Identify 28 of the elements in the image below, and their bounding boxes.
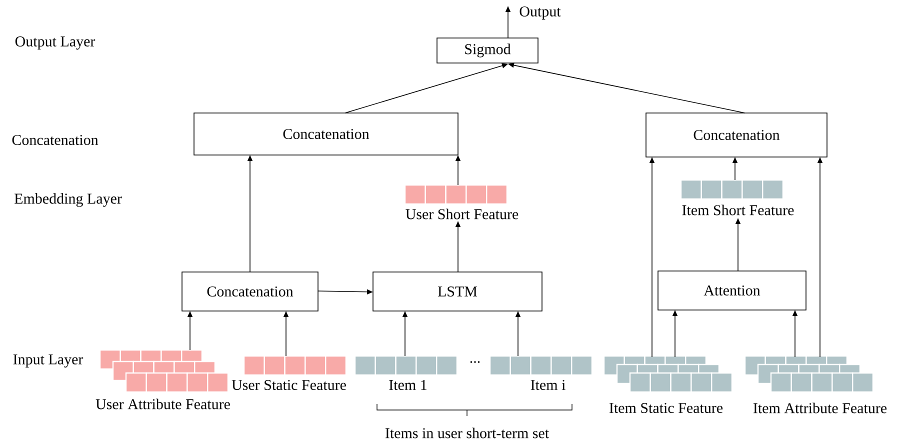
feature-vector: User Static Feature: [232, 355, 347, 390]
node-label: Item Static Feature: [609, 402, 723, 414]
layer-label: Concatenation: [12, 134, 98, 146]
layer-box: Sigmod: [436, 38, 538, 64]
layer-box: LSTM: [372, 272, 542, 312]
feature-vector: User Short Feature: [404, 184, 518, 220]
node-label: Item Short Feature: [682, 204, 794, 216]
feature-vector: Item Static Feature: [603, 355, 733, 414]
feature-vector: User Attribute Feature: [96, 349, 230, 410]
node-label: Item Attribute Feature: [753, 402, 887, 414]
layer-box: Attention: [658, 270, 806, 310]
feature-vector: Item Short Feature: [680, 179, 794, 216]
ellipsis: ...: [470, 361, 480, 363]
node-label: Item 1: [389, 380, 426, 390]
feature-vector: Item 1: [354, 355, 458, 390]
layer-box: Concatenation: [182, 272, 318, 312]
node-label: User Attribute Feature: [96, 398, 230, 410]
layer-box: Concatenation: [194, 112, 458, 156]
node-label: Item i: [530, 380, 566, 390]
layer-box: Concatenation: [646, 112, 828, 158]
node-label: User Static Feature: [232, 380, 346, 390]
node-label: User Short Feature: [406, 208, 518, 220]
feature-vector: Item i: [489, 355, 593, 390]
layer-label: Output Layer: [15, 36, 96, 50]
group-label: Items in user short-term set: [386, 428, 549, 438]
feature-vector: Item Attribute Feature: [744, 355, 887, 414]
layer-label: Embedding Layer: [14, 193, 122, 207]
output-label: Output: [520, 6, 561, 20]
